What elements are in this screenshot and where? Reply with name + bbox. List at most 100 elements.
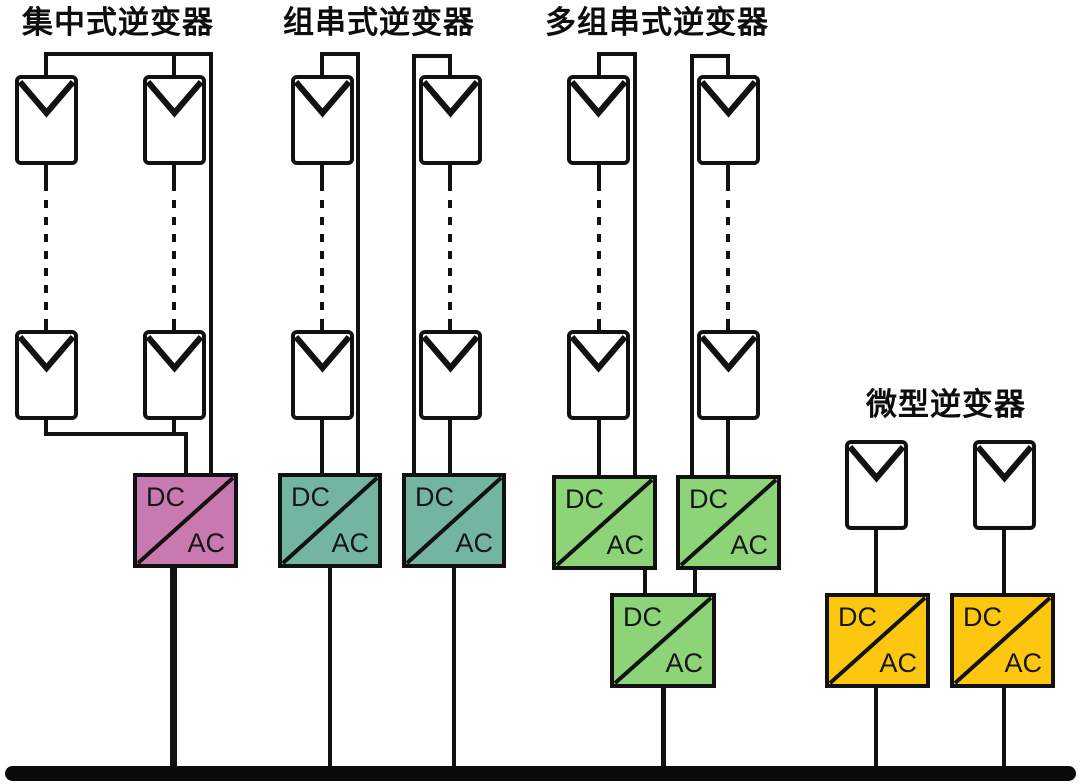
pv-module-chevron-icon	[19, 80, 74, 118]
section-title-multi-string: 多组串式逆变器	[545, 5, 769, 40]
wire	[209, 52, 213, 475]
wire	[320, 52, 360, 56]
wire	[661, 688, 666, 768]
pv-module-icon	[15, 330, 78, 420]
dc-label: DC	[146, 482, 185, 512]
string-continuation-wire	[44, 183, 48, 323]
string-continuation-wire	[726, 183, 730, 323]
wire	[597, 52, 637, 56]
pv-module-icon	[419, 75, 482, 165]
wire	[597, 420, 601, 477]
dc-ac-converter-string-1: DC AC	[278, 473, 382, 568]
dc-label: DC	[963, 602, 1002, 632]
pv-module-icon	[143, 75, 206, 165]
pv-module-icon	[567, 330, 630, 420]
dc-ac-converter-micro-1: DC AC	[825, 593, 930, 688]
wire	[412, 54, 452, 58]
dc-ac-diagonal-icon	[556, 479, 653, 566]
ac-label: AC	[1004, 648, 1042, 678]
wire	[172, 165, 176, 183]
wire	[320, 165, 324, 183]
ac-label: AC	[331, 528, 369, 558]
dc-label: DC	[838, 602, 877, 632]
pv-module-chevron-icon	[977, 445, 1032, 483]
pv-module-chevron-icon	[571, 80, 626, 118]
wire	[172, 319, 176, 332]
wire	[448, 165, 452, 183]
dc-ac-diagonal-icon	[137, 477, 234, 564]
pv-module-icon	[567, 75, 630, 165]
wire	[44, 420, 48, 436]
dc-label: DC	[415, 482, 454, 512]
wire	[356, 52, 360, 475]
wire	[726, 319, 730, 332]
dc-ac-converter-micro-2: DC AC	[950, 593, 1055, 688]
wire	[448, 56, 452, 77]
pv-module-icon	[419, 330, 482, 420]
pv-module-chevron-icon	[295, 335, 350, 373]
pv-module-chevron-icon	[147, 80, 202, 118]
wire	[44, 432, 188, 436]
pv-module-chevron-icon	[295, 80, 350, 118]
wire	[597, 54, 601, 77]
dc-ac-converter-multistring-1: DC AC	[552, 475, 657, 570]
ac-label: AC	[606, 530, 644, 560]
wire	[726, 420, 730, 477]
wire	[726, 56, 730, 77]
pv-module-icon	[291, 75, 354, 165]
dc-label: DC	[565, 484, 604, 514]
wire	[690, 54, 694, 477]
section-title-micro: 微型逆变器	[866, 387, 1026, 422]
pv-module-chevron-icon	[147, 335, 202, 373]
pv-module-chevron-icon	[701, 335, 756, 373]
pv-module-chevron-icon	[423, 335, 478, 373]
pv-module-chevron-icon	[19, 335, 74, 373]
wire	[448, 420, 452, 475]
dc-ac-diagonal-icon	[829, 597, 926, 684]
dc-ac-converter-multistring-central: DC AC	[610, 593, 716, 688]
pv-module-icon	[845, 440, 908, 530]
wire	[1002, 530, 1006, 595]
pv-module-icon	[973, 440, 1036, 530]
dc-ac-diagonal-icon	[954, 597, 1051, 684]
string-continuation-wire	[448, 183, 452, 323]
wire	[44, 52, 213, 56]
string-continuation-wire	[172, 183, 176, 323]
wire	[320, 319, 324, 332]
wire	[726, 165, 730, 183]
wire	[874, 688, 878, 768]
ac-label: AC	[665, 648, 703, 678]
ac-label: AC	[879, 648, 917, 678]
wire	[412, 54, 416, 475]
wire	[170, 568, 177, 768]
wire	[44, 165, 48, 183]
pv-module-chevron-icon	[423, 80, 478, 118]
wire	[184, 434, 188, 475]
pv-module-icon	[697, 75, 760, 165]
dc-ac-diagonal-icon	[614, 597, 712, 684]
dc-ac-converter-multistring-2: DC AC	[676, 475, 781, 570]
section-title-string: 组串式逆变器	[283, 5, 475, 40]
wire	[320, 420, 324, 475]
pv-module-icon	[291, 330, 354, 420]
wire	[320, 54, 324, 77]
dc-ac-converter-string-2: DC AC	[402, 473, 506, 568]
ac-label: AC	[730, 530, 768, 560]
ac-label: AC	[187, 528, 225, 558]
wire	[633, 52, 637, 477]
wire	[1002, 688, 1006, 768]
wire	[874, 530, 878, 595]
wire	[452, 568, 456, 768]
ac-grid-bus-bar	[5, 766, 1076, 781]
pv-module-icon	[143, 330, 206, 420]
dc-ac-diagonal-icon	[282, 477, 378, 564]
section-title-centralized: 集中式逆变器	[22, 5, 214, 40]
wire	[643, 570, 647, 595]
ac-label: AC	[455, 528, 493, 558]
string-continuation-wire	[320, 183, 324, 323]
string-continuation-wire	[597, 183, 601, 323]
dc-ac-diagonal-icon	[680, 479, 777, 566]
pv-module-chevron-icon	[571, 335, 626, 373]
dc-label: DC	[291, 482, 330, 512]
